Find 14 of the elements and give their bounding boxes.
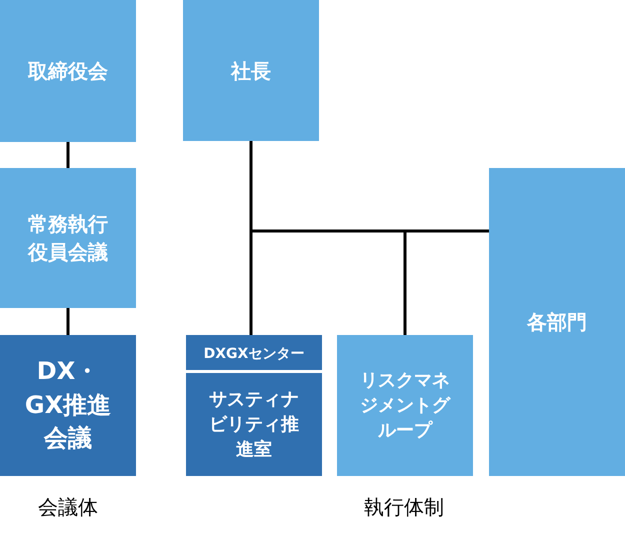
org-unit-box	[186, 335, 322, 476]
connector-line	[250, 141, 489, 232]
org-box: 常務執行役員会議	[0, 168, 136, 308]
unit-header: DXGXセンター	[186, 335, 322, 373]
unit-name: サスティナビリティ推進室	[208, 388, 300, 462]
org-box: 各部門	[489, 168, 625, 476]
org-box: 取締役会	[0, 0, 136, 142]
column-label: 執行体制	[364, 494, 444, 521]
connector-line	[66, 142, 70, 168]
connector-line	[66, 308, 70, 335]
org-box: DX・GX推進会議	[0, 335, 136, 476]
org-box: リスクマネジメントグループ	[337, 335, 473, 476]
column-label: 会議体	[38, 494, 98, 521]
org-box: 社長	[183, 0, 319, 141]
